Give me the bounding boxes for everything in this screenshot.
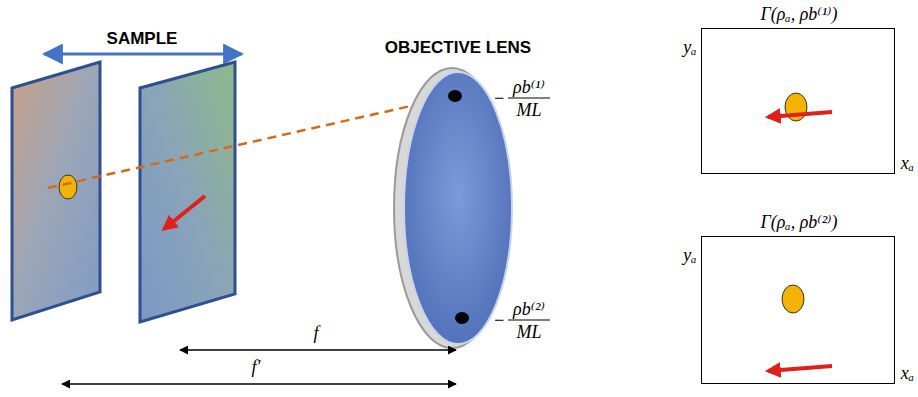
math-label: ML <box>516 101 541 119</box>
axis-label: yₐ <box>683 38 696 56</box>
axis-label: yₐ <box>683 246 696 264</box>
axis-label: xₐ <box>901 364 914 382</box>
math-label: f′ <box>252 358 261 376</box>
part-name: OBJECTIVE LENS <box>385 39 531 56</box>
math-label: ρb⁽¹⁾ <box>513 78 545 96</box>
math-label: ρb⁽²⁾ <box>513 300 545 318</box>
image-panel: Γ(ρₐ, ρb⁽¹⁾)yₐxₐ <box>701 28 895 174</box>
math-label: − <box>493 89 505 107</box>
math-label: ML <box>516 323 541 341</box>
axis-label: xₐ <box>901 154 914 172</box>
math-label: f <box>313 324 318 342</box>
image-panel: Γ(ρₐ, ρb⁽²⁾)yₐxₐ <box>701 236 895 384</box>
panel-heading: Γ(ρₐ, ρb⁽²⁾) <box>760 213 837 231</box>
panel-heading: Γ(ρₐ, ρb⁽¹⁾) <box>760 5 837 23</box>
math-label: − <box>493 311 505 329</box>
part-name: SAMPLE <box>107 30 178 47</box>
